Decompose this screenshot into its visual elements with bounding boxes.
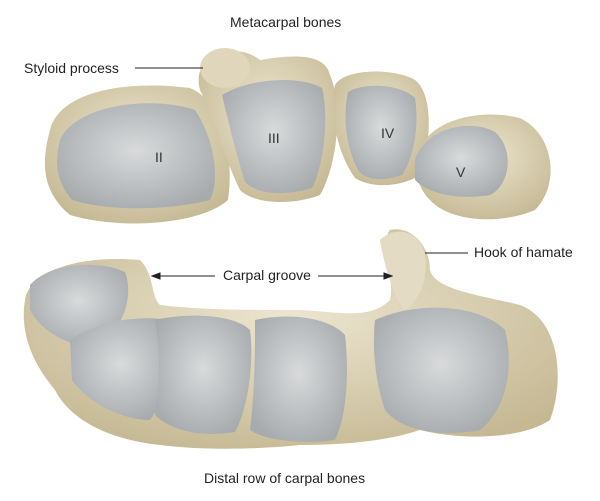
hook-of-hamate-label: Hook of hamate bbox=[474, 244, 573, 260]
numeral-iv: IV bbox=[381, 125, 395, 141]
numeral-v: V bbox=[456, 164, 466, 180]
distal-row-label: Distal row of carpal bones bbox=[204, 470, 366, 486]
styloid-process bbox=[200, 48, 250, 88]
numeral-ii: II bbox=[155, 149, 163, 165]
styloid-process-label: Styloid process bbox=[24, 60, 119, 76]
hook-of-hamate bbox=[380, 231, 426, 310]
metacarpal-bones-label: Metacarpal bones bbox=[230, 14, 342, 30]
carpal-groove-arrows bbox=[150, 272, 394, 280]
metacarpal-v bbox=[415, 114, 551, 220]
trapezoid bbox=[70, 318, 172, 420]
metacarpal-iii bbox=[198, 48, 338, 202]
distal-carpal-row bbox=[23, 229, 558, 449]
numeral-iii: III bbox=[268, 130, 280, 146]
metacarpal-ii bbox=[44, 85, 230, 224]
capitate-distal bbox=[250, 316, 347, 442]
hamate bbox=[373, 307, 509, 434]
carpal-groove-label: Carpal groove bbox=[223, 267, 311, 283]
capitate bbox=[155, 315, 252, 435]
metacarpal-iv bbox=[333, 71, 429, 186]
